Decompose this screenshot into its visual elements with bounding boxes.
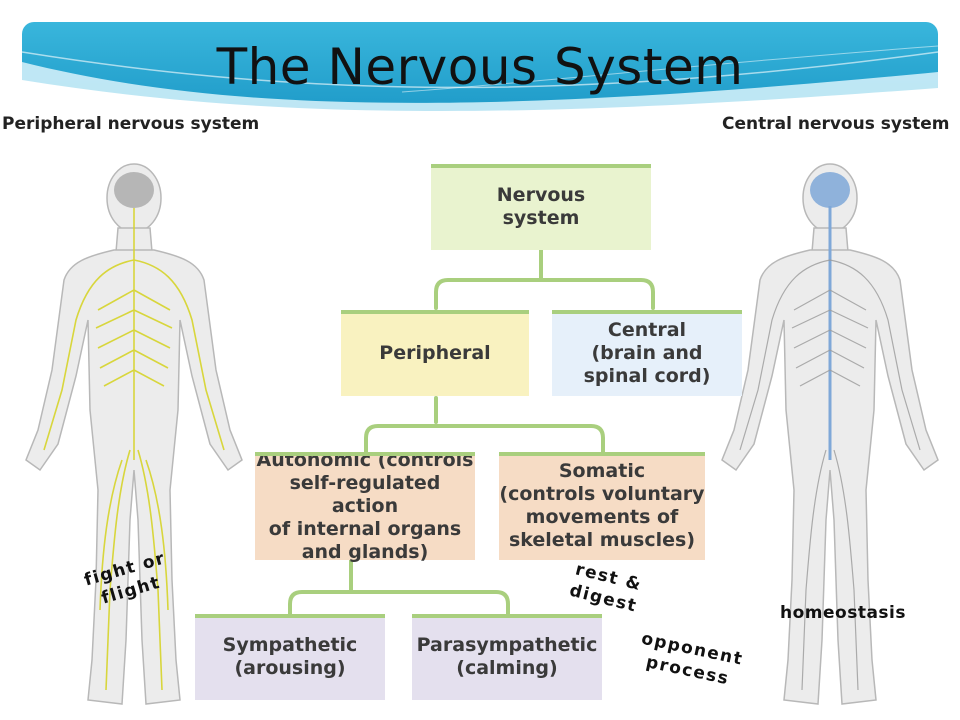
peripheral-text: Peripheral [379,341,491,364]
homeostasis-note: homeostasis [780,603,906,623]
autonomic-box: Autonomic (controls self-regulated actio… [255,449,475,563]
parasympathetic-box: Parasympathetic (calming) [412,614,602,700]
central-body-figure [721,163,939,705]
somatic-text: Somatic (controls voluntary movements of… [499,460,705,551]
central-box: Central (brain and spinal cord) [552,310,742,396]
peripheral-box: Peripheral [341,310,529,396]
title-banner [22,22,938,114]
autonomic-text: Autonomic (controls self-regulated actio… [256,448,474,563]
parasympathetic-text: Parasympathetic (calming) [416,634,598,679]
peripheral-body-figure [25,163,243,705]
sympathetic-text: Sympathetic (arousing) [222,634,358,679]
nervous-system-box: Nervous system [431,164,651,250]
sympathetic-box: Sympathetic (arousing) [195,614,385,700]
central-text: Central (brain and spinal cord) [583,318,711,387]
somatic-box: Somatic (controls voluntary movements of… [499,452,705,560]
central-system-label: Central nervous system [722,114,950,134]
page-title: The Nervous System [216,38,744,96]
peripheral-system-label: Peripheral nervous system [2,114,260,134]
nervous-system-text: Nervous system [496,184,586,229]
